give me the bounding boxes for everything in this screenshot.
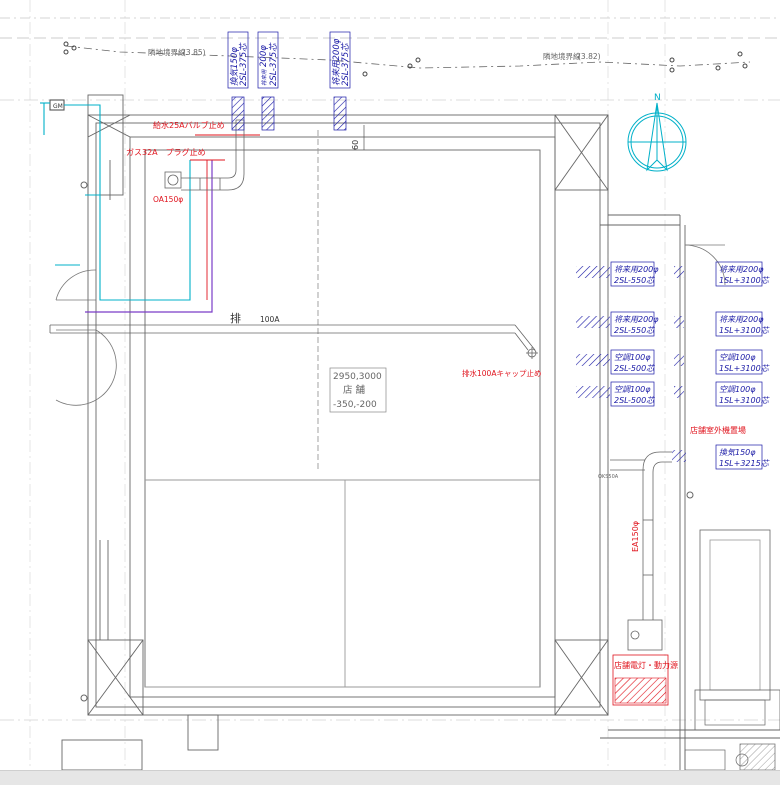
drain-pipe bbox=[49, 324, 538, 359]
top-sleeves bbox=[227, 31, 351, 131]
boundary-right-value: (3.82) bbox=[578, 52, 601, 61]
right-stack-4-line2: 1SL+3100芯 bbox=[719, 396, 770, 405]
right-stack-1-line2: 1SL+3100芯 bbox=[719, 276, 770, 285]
left-stack-2-line2: 2SL-550芯 bbox=[614, 326, 655, 335]
gas-line bbox=[85, 134, 260, 313]
left-stack-2-line1: 将来用200φ bbox=[614, 315, 659, 324]
right-stack-2-line2: 1SL+3100芯 bbox=[719, 326, 770, 335]
boundary-left-value: (3.85) bbox=[183, 48, 206, 57]
shop-line1: 2950,3000 bbox=[333, 372, 382, 382]
left-stack-3-line2: 2SL-500芯 bbox=[614, 364, 655, 373]
drain-cap-label: 排水100Aキャップ止め bbox=[462, 368, 541, 378]
oa-label: OA150φ bbox=[153, 195, 183, 204]
outdoor-unit-label: 店舗室外機置場 bbox=[690, 425, 746, 435]
drain-size: 100A bbox=[260, 315, 280, 324]
top-vertical-1-line2: 2SL-375芯 bbox=[238, 42, 249, 86]
boundary-right-label: 隣地境界線 bbox=[543, 51, 581, 61]
left-door bbox=[55, 269, 117, 406]
exhaust-line1: 換気150φ bbox=[719, 448, 756, 457]
right-stack-4-line1: 空調100φ bbox=[719, 385, 756, 394]
horizontal-scrollbar[interactable] bbox=[0, 770, 780, 785]
left-stack-1-line1: 将来用200φ bbox=[614, 265, 659, 274]
water-line bbox=[40, 99, 191, 301]
exhaust-line2: 1SL+3215芯 bbox=[719, 459, 770, 468]
right-stack-1-line1: 将来用200φ bbox=[719, 265, 764, 274]
gas-label: ガス32A プラグ止め bbox=[126, 147, 206, 157]
bottom-right-details bbox=[684, 699, 776, 771]
small-label: OKS50A bbox=[598, 474, 619, 480]
left-stack-3-line1: 空調100φ bbox=[614, 353, 651, 362]
top-vertical-2-line2: 200φ bbox=[259, 45, 269, 67]
ea-label: EA150φ bbox=[631, 521, 640, 552]
dim-60: 60 bbox=[351, 140, 360, 150]
right-door bbox=[684, 244, 726, 286]
left-stack-boxes bbox=[610, 261, 655, 407]
left-stack-4-line2: 2SL-500芯 bbox=[614, 396, 655, 405]
building-walls bbox=[61, 94, 780, 771]
water-label: 給水25Aバルブ止め bbox=[153, 120, 225, 130]
top-vertical-3-line1: 将来用200φ bbox=[331, 38, 342, 86]
left-stack-4-line1: 空調100φ bbox=[614, 385, 651, 394]
top-vertical-2-line1: 将来用 bbox=[261, 69, 268, 86]
power-label: 店舗電灯・動力源 bbox=[614, 660, 678, 670]
right-stack-boxes bbox=[715, 261, 763, 470]
north-arrow-icon bbox=[627, 102, 687, 172]
shop-line2: 店 舗 bbox=[343, 384, 366, 396]
left-stack-1-line2: 2SL-550芯 bbox=[614, 276, 655, 285]
gm-label: GM bbox=[53, 103, 63, 110]
top-vertical-2-line3: 2SL-375芯 bbox=[268, 42, 279, 86]
drain-kanji: 排 bbox=[230, 311, 241, 325]
top-vertical-1-line1: 換気150φ bbox=[229, 47, 240, 86]
right-stack-2-line1: 将来用200φ bbox=[719, 315, 764, 324]
ea-duct bbox=[627, 451, 672, 651]
right-stack-3-line2: 1SL+3100芯 bbox=[719, 364, 770, 373]
top-vertical-3-line2: 2SL-375芯 bbox=[340, 42, 351, 86]
north-label: N bbox=[654, 93, 661, 103]
left-stack-hatches bbox=[576, 266, 686, 462]
boundary-line bbox=[63, 41, 751, 77]
right-stack-3-line1: 空調100φ bbox=[719, 353, 756, 362]
shop-line3: -350,-200 bbox=[333, 400, 377, 410]
boundary-left-label: 隣地境界線 bbox=[148, 47, 186, 57]
